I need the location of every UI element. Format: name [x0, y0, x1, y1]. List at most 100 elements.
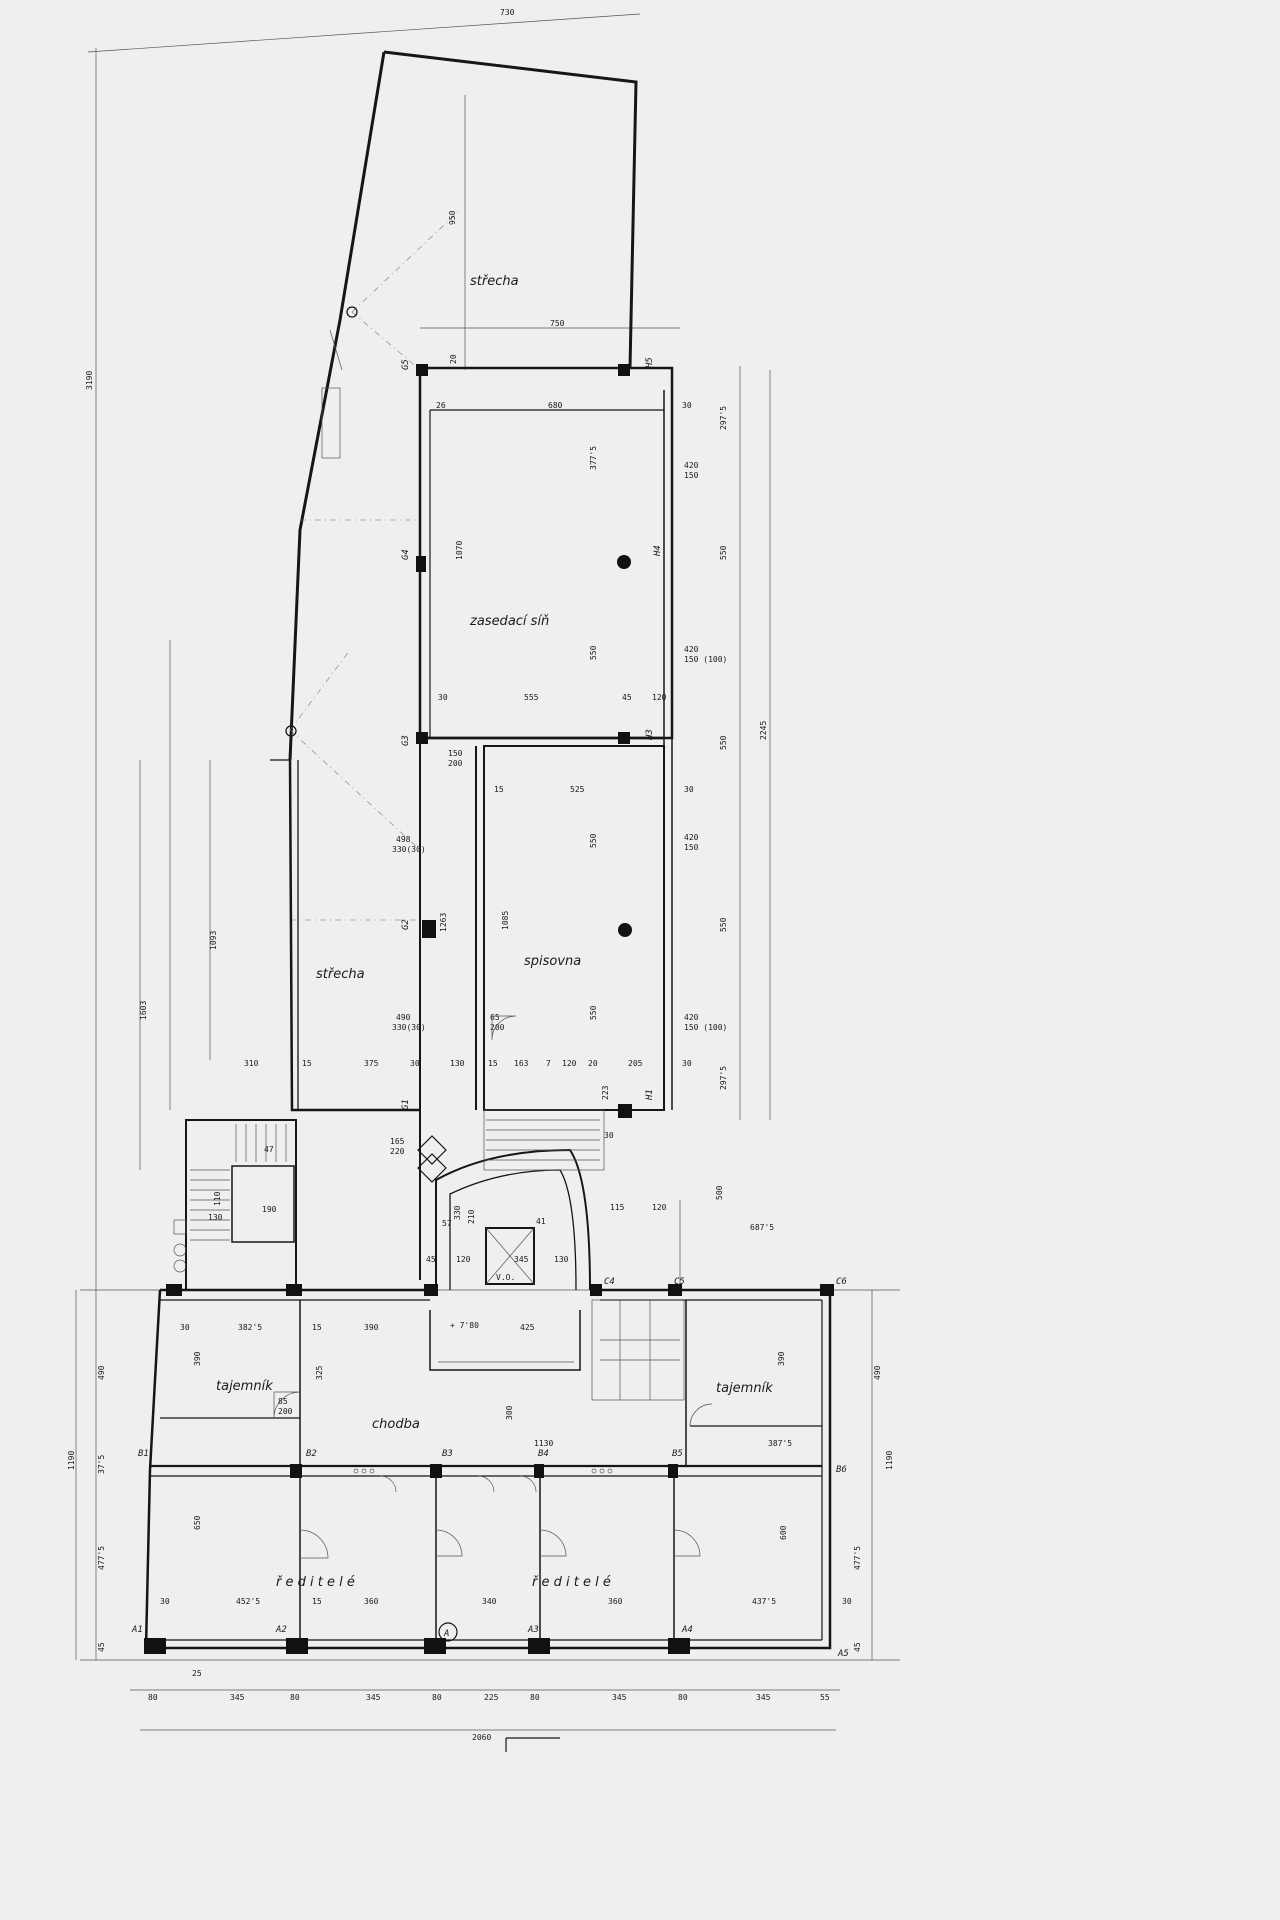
roof-left-area: střecha 1263 1093 1603 498 330(30) 490 3… — [139, 738, 692, 1280]
svg-text:550: 550 — [719, 735, 728, 750]
svg-text:G4: G4 — [401, 549, 411, 560]
svg-text:150: 150 — [448, 749, 463, 758]
grid-marker-A — [438, 1622, 458, 1642]
svg-text:15: 15 — [312, 1597, 322, 1606]
svg-text:360: 360 — [364, 1597, 379, 1606]
svg-text:680: 680 — [548, 401, 563, 410]
svg-text:65: 65 — [490, 1013, 500, 1022]
svg-text:525: 525 — [570, 785, 585, 794]
svg-text:420: 420 — [684, 833, 699, 842]
svg-text:150: 150 — [684, 843, 699, 852]
svg-text:45: 45 — [622, 693, 632, 702]
svg-text:1130: 1130 — [534, 1439, 553, 1448]
lift-label: V.O. — [496, 1273, 515, 1282]
svg-text:1070: 1070 — [455, 541, 464, 560]
svg-text:A3: A3 — [527, 1625, 539, 1635]
svg-text:25: 25 — [192, 1669, 202, 1678]
svg-text:330(30): 330(30) — [392, 1023, 426, 1032]
svg-text:G2: G2 — [401, 919, 411, 930]
svg-text:330(30): 330(30) — [392, 845, 426, 854]
svg-text:550: 550 — [719, 545, 728, 560]
svg-text:37'5: 37'5 — [97, 1455, 106, 1474]
svg-text:223: 223 — [601, 1085, 610, 1100]
svg-text:490: 490 — [396, 1013, 411, 1022]
svg-text:297'5: 297'5 — [719, 406, 728, 430]
svg-text:1603: 1603 — [139, 1001, 148, 1020]
svg-text:210: 210 — [467, 1209, 476, 1224]
svg-text:1263: 1263 — [439, 913, 448, 932]
room-label-secretary-left: tajemník — [216, 1379, 273, 1394]
svg-text:150 (100): 150 (100) — [684, 655, 727, 664]
svg-text:30: 30 — [684, 785, 694, 794]
svg-text:30: 30 — [604, 1131, 614, 1140]
svg-text:30: 30 — [438, 693, 448, 702]
svg-text:550: 550 — [719, 917, 728, 932]
svg-text:15: 15 — [494, 785, 504, 794]
svg-text:30: 30 — [682, 401, 692, 410]
svg-text:1085: 1085 — [501, 911, 510, 930]
svg-text:B3: B3 — [442, 1449, 453, 1459]
svg-text:30: 30 — [180, 1323, 190, 1332]
svg-text:115: 115 — [610, 1203, 625, 1212]
room-label-directors-left: ř e d i t e l é — [276, 1575, 355, 1590]
svg-text:477'5: 477'5 — [97, 1546, 106, 1570]
svg-text:H4: H4 — [653, 545, 663, 557]
svg-text:H5: H5 — [645, 357, 655, 369]
svg-text:H1: H1 — [645, 1089, 655, 1101]
dim-top-vertical: 950 — [448, 210, 457, 225]
svg-text:80: 80 — [148, 1693, 158, 1702]
svg-text:550: 550 — [589, 645, 598, 660]
svg-text:490: 490 — [97, 1365, 106, 1380]
svg-text:A5: A5 — [837, 1649, 849, 1659]
svg-text:120: 120 — [652, 1203, 667, 1212]
svg-text:500: 500 — [715, 1185, 724, 1200]
svg-text:15: 15 — [302, 1059, 312, 1068]
svg-text:57: 57 — [442, 1219, 452, 1228]
svg-text:80: 80 — [432, 1693, 442, 1702]
svg-text:420: 420 — [684, 645, 699, 654]
svg-text:425: 425 — [520, 1323, 535, 1332]
svg-text:130: 130 — [208, 1213, 223, 1222]
svg-text:110: 110 — [213, 1191, 222, 1206]
svg-text:30: 30 — [410, 1059, 420, 1068]
outer-dimension-lines — [75, 13, 900, 1731]
room-label-corridor: chodba — [372, 1417, 420, 1432]
svg-text:345: 345 — [514, 1255, 529, 1264]
svg-text:300: 300 — [505, 1405, 514, 1420]
svg-text:190: 190 — [262, 1205, 277, 1214]
svg-text:600: 600 — [779, 1525, 788, 1540]
svg-text:26: 26 — [436, 401, 446, 410]
svg-text:390: 390 — [193, 1351, 202, 1366]
svg-text:490: 490 — [873, 1365, 882, 1380]
svg-text:120: 120 — [562, 1059, 577, 1068]
svg-text:30: 30 — [842, 1597, 852, 1606]
svg-text:325: 325 — [315, 1365, 324, 1380]
svg-text:B2: B2 — [306, 1449, 317, 1459]
svg-text:30: 30 — [160, 1597, 170, 1606]
dim-meeting-width: 750 — [550, 319, 565, 328]
svg-text:C5: C5 — [674, 1277, 685, 1287]
svg-text:45: 45 — [97, 1642, 106, 1652]
svg-text:297'5: 297'5 — [719, 1066, 728, 1090]
svg-text:420: 420 — [684, 1013, 699, 1022]
bottom-dimensions: 80 345 80 345 80 225 80 345 80 345 55 25… — [148, 1669, 830, 1752]
svg-text:7: 7 — [546, 1059, 551, 1068]
svg-text:360: 360 — [608, 1597, 623, 1606]
svg-text:85: 85 — [278, 1397, 288, 1406]
svg-text:15: 15 — [488, 1059, 498, 1068]
svg-text:150 (100): 150 (100) — [684, 1023, 727, 1032]
svg-text:345: 345 — [756, 1693, 771, 1702]
corridor-level: + 7'80 — [450, 1321, 479, 1330]
svg-text:41: 41 — [536, 1217, 546, 1226]
svg-text:345: 345 — [230, 1693, 245, 1702]
dim-total-height: 3190 — [85, 371, 94, 390]
svg-text:C4: C4 — [604, 1277, 615, 1287]
svg-text:165: 165 — [390, 1137, 405, 1146]
svg-text:387'5: 387'5 — [768, 1439, 792, 1448]
office-floor: tajemník tajemník chodba ř e d i t e l é… — [67, 1277, 894, 1659]
svg-text:650: 650 — [193, 1515, 202, 1530]
svg-text:B4: B4 — [538, 1449, 549, 1459]
svg-text:55: 55 — [820, 1693, 830, 1702]
svg-text:205: 205 — [628, 1059, 643, 1068]
